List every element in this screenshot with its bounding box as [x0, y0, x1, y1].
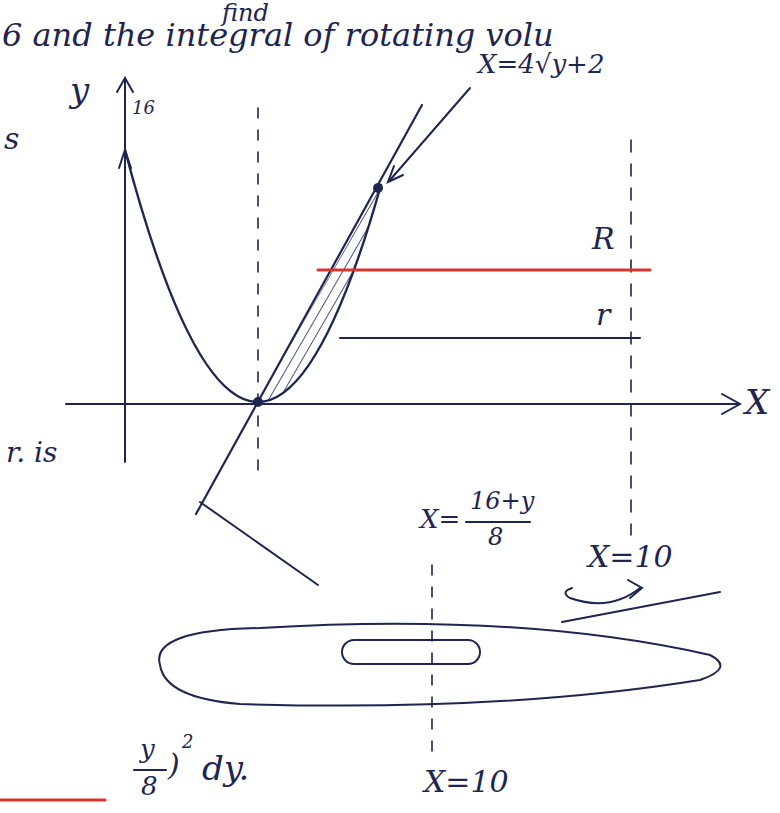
parabola-curve [125, 150, 381, 402]
fragment-text: r. is [6, 438, 57, 469]
formula-text: 8 [141, 772, 158, 801]
fragment-text: s [4, 122, 19, 155]
rotation-arrowhead [628, 580, 642, 598]
vertex-dashed-line [257, 108, 259, 470]
radius-label: R [592, 222, 615, 255]
outer-radius-line [318, 269, 650, 272]
equation-label: X=10 [424, 765, 509, 798]
equation-label: X= [420, 505, 460, 534]
fraction-bar [134, 769, 166, 771]
hole-outline [342, 640, 480, 664]
fraction-bar [466, 521, 530, 523]
solid-outline [159, 624, 720, 706]
formula-text: ) [168, 748, 180, 781]
value-label: 16 [132, 98, 155, 118]
radius-label: r [596, 298, 610, 331]
leader-line [562, 592, 720, 622]
curve-arrow [119, 150, 131, 168]
axis-label: y [70, 72, 89, 109]
inner-radius-line [340, 337, 640, 339]
rotation-arrow [565, 588, 640, 603]
title-text: 6 and the integral of rotating volu [2, 18, 554, 53]
leader-line [200, 502, 318, 585]
equation-label: 16+y [470, 488, 534, 514]
axis-label: X [745, 384, 769, 421]
red-underline [0, 799, 105, 802]
y-axis-arrow [117, 78, 133, 92]
center-dashed-line [431, 565, 433, 758]
x-axis-arrow [722, 394, 740, 414]
intersection-dot [374, 184, 382, 192]
formula-text: y [140, 735, 155, 764]
formula-text: dy. [202, 750, 249, 787]
equation-label: 8 [488, 524, 503, 550]
leader-line [390, 88, 470, 180]
leader-arrow [388, 166, 403, 182]
equation-label: X=10 [588, 540, 673, 573]
line-curve [196, 105, 422, 514]
formula-text: 2 [182, 732, 193, 752]
x-axis [66, 403, 738, 405]
equation-label: X=4√y+2 [478, 50, 604, 79]
